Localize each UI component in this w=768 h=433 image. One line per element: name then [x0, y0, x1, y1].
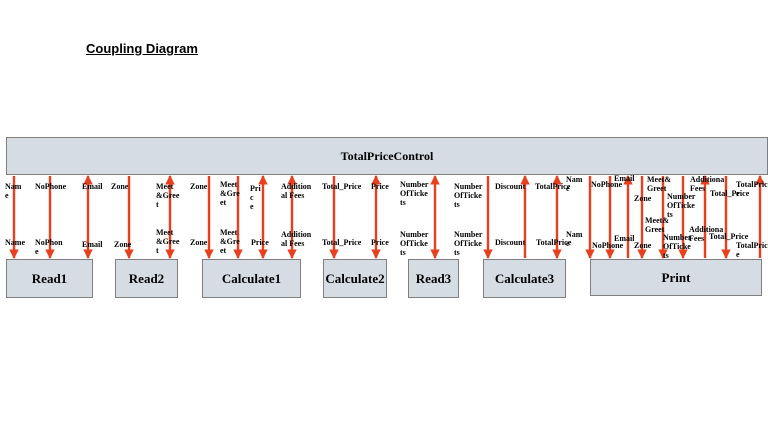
diagram-title: Coupling Diagram: [86, 41, 198, 56]
data-couple-label-top: NoPhone: [591, 180, 623, 189]
module-label: Read2: [128, 270, 165, 286]
data-couple-label-bottom: Nam e: [566, 230, 583, 248]
data-couple-label-top: Meet &Gree t: [156, 182, 180, 209]
module-label: Calculate1: [221, 270, 282, 286]
data-couple-label-top: Zone: [111, 182, 129, 191]
data-couple-label-top: Pric e: [250, 184, 261, 211]
data-couple-label-bottom: Zone: [190, 238, 208, 247]
data-couple-label-top: Price: [371, 182, 389, 191]
module-label: Read3: [415, 270, 452, 286]
data-couple-label-top: TotalPrice: [535, 182, 571, 191]
data-couple-label-bottom: Email: [82, 240, 103, 249]
data-couple-label-bottom: Price: [371, 238, 389, 247]
data-couple-label-bottom: Total_Price: [709, 232, 749, 241]
data-couple-label-bottom: TotalPrice: [536, 238, 572, 247]
data-couple-label-top: Number OfTicke ts: [667, 192, 696, 219]
module-calculate1: Calculate1: [202, 259, 301, 298]
data-couple-label-top: Nam e: [566, 175, 583, 193]
data-couple-label-top: NoPhone: [35, 182, 67, 191]
data-couple-label-bottom: Number OfTicke ts: [400, 230, 429, 257]
module-print: Print: [590, 259, 762, 296]
module-calculate2: Calculate2: [323, 259, 387, 298]
module-read2: Read2: [115, 259, 178, 298]
module-read3: Read3: [408, 259, 459, 298]
data-couple-label-top: Zone: [190, 182, 208, 191]
data-couple-label-top: Email: [614, 174, 635, 183]
data-couple-label-top: Total_Price: [322, 182, 362, 191]
data-couple-label-bottom: Meet &Gre et: [220, 228, 240, 255]
module-calculate3: Calculate3: [483, 259, 566, 298]
module-label: Read1: [31, 270, 68, 286]
data-couple-label-top: Nam e: [5, 182, 22, 200]
data-couple-label-bottom: Price: [251, 238, 269, 247]
data-couple-label-top: TotalPrice: [736, 180, 768, 198]
data-couple-label-top: Number OfTicke ts: [400, 180, 429, 207]
data-couple-label-bottom: Meet& Greet: [645, 216, 669, 234]
module-label: Calculate2: [325, 270, 385, 286]
data-couple-label-bottom: Zone: [634, 241, 652, 250]
data-couple-label-bottom: Email: [614, 234, 635, 243]
data-couple-label-top: Meet& Greet: [647, 175, 671, 193]
data-couple-label-bottom: Number OfTicke ts: [663, 233, 692, 260]
data-couple-label-bottom: Addition al Fees: [281, 230, 312, 248]
data-couple-label-bottom: NoPhone: [592, 241, 624, 250]
data-couple-label-top: Email: [82, 182, 103, 191]
data-couple-label-bottom: NoPhon e: [35, 238, 63, 256]
top-module-label: TotalPriceControl: [340, 148, 434, 163]
data-couple-label-top: Number OfTicke ts: [454, 182, 483, 209]
data-couple-label-top: Additiona Fees: [690, 175, 725, 193]
top-module-total-price-control: TotalPriceControl: [6, 137, 768, 175]
module-label: Calculate3: [494, 270, 555, 286]
data-couple-label-bottom: Meet &Gree t: [156, 228, 180, 255]
data-couple-label-bottom: Zone: [114, 240, 132, 249]
data-couple-label-bottom: Additiona Fees: [689, 225, 724, 243]
data-couple-label-bottom: Discount: [495, 238, 526, 247]
data-couple-label-bottom: Name: [5, 238, 25, 247]
data-couple-label-top: Meet &Gre et: [220, 180, 240, 207]
module-read1: Read1: [6, 259, 93, 298]
data-couple-label-top: Total_Price: [710, 189, 750, 198]
module-label: Print: [661, 269, 691, 285]
data-couple-label-top: Zone: [634, 194, 652, 203]
data-couple-label-bottom: Number OfTicke ts: [454, 230, 483, 257]
data-couple-label-bottom: TotalPrice: [736, 241, 768, 259]
data-couple-label-bottom: Total_Price: [322, 238, 362, 247]
data-couple-label-top: Discount: [495, 182, 526, 191]
data-couple-label-top: Addition al Fees: [281, 182, 312, 200]
